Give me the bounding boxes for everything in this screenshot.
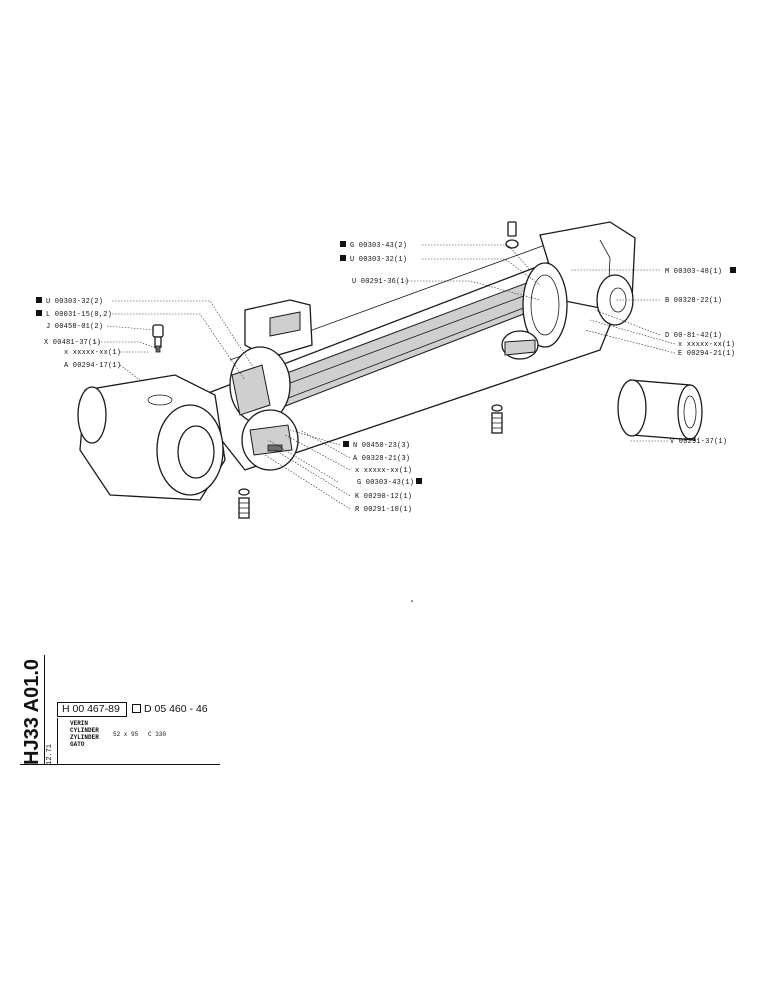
callout-label: A 00328-21(3) xyxy=(353,455,410,463)
model-code: C 330 xyxy=(148,731,167,738)
callout-label: L 00031-15(0,2) xyxy=(46,311,112,319)
callout-label: N 00450-23(3) xyxy=(353,442,410,450)
reference-square-icon xyxy=(132,704,141,713)
drawing-date-vertical: 12.71 xyxy=(46,725,56,765)
callout-label: U 00303-32(2) xyxy=(46,298,103,306)
drawing-code: HJ33 A01.0 xyxy=(21,659,43,765)
callout-label: B 00328-22(1) xyxy=(665,297,722,305)
callout-label: V 00291-37(1) xyxy=(670,438,727,446)
callout-label: D 00-81-42(1) xyxy=(665,332,722,340)
part-number-box: H 00 467-89 xyxy=(57,702,127,717)
dimensions: 52 x 95 xyxy=(113,731,139,738)
callout-label: U 00303-32(1) xyxy=(350,256,407,264)
callout-label: G 00303-43(1) xyxy=(357,479,414,487)
callout-label: x xxxxx-xx(1) xyxy=(355,467,412,475)
callout-label: X 00481-37(1) xyxy=(44,339,101,347)
name-fr: VERIN xyxy=(70,720,89,727)
name-de: ZYLINDER xyxy=(70,734,99,741)
cylinder-barrel xyxy=(188,221,636,471)
leader-lines xyxy=(95,244,676,510)
callout-label: U 00291-36(1) xyxy=(352,278,409,286)
gland-assembly xyxy=(229,346,299,471)
callout-markers xyxy=(36,241,736,484)
callout-label: E 00294-21(1) xyxy=(678,350,735,358)
callout-label: x xxxxx-xx(1) xyxy=(64,349,121,357)
description-block: VERIN CYLINDER ZYLINDER GATO 52 x 95 C 3… xyxy=(57,718,218,764)
reference-box: D 05 460 - 46 xyxy=(132,702,222,717)
callout-label: A 00294-17(1) xyxy=(64,362,121,370)
callout-label: G 00303-43(2) xyxy=(350,242,407,250)
rod-eye xyxy=(77,374,226,501)
bushing-right xyxy=(617,379,703,441)
pin-bottom xyxy=(238,488,250,519)
reference-number: D 05 460 - 46 xyxy=(144,703,208,715)
drawing-date: 12.71 xyxy=(46,743,54,765)
callout-label: x xxxxx-xx(1) xyxy=(678,341,735,349)
name-es: GATO xyxy=(70,741,85,748)
pin-middle xyxy=(491,404,503,434)
callout-label: J 00458-01(2) xyxy=(46,323,103,331)
name-en: CYLINDER xyxy=(70,727,99,734)
callout-label: M 00303-48(1) xyxy=(665,268,722,276)
callout-labels: G 00303-43(2) U 00303-32(1) U 00291-36(1… xyxy=(44,242,735,514)
drawing-code-vertical: HJ33 A01.0 xyxy=(20,655,45,765)
callout-label: K 00290-12(1) xyxy=(355,493,412,501)
part-number: H 00 467-89 xyxy=(62,703,120,715)
title-block-rule xyxy=(20,764,220,765)
callout-label: R 00291-10(1) xyxy=(355,506,412,514)
